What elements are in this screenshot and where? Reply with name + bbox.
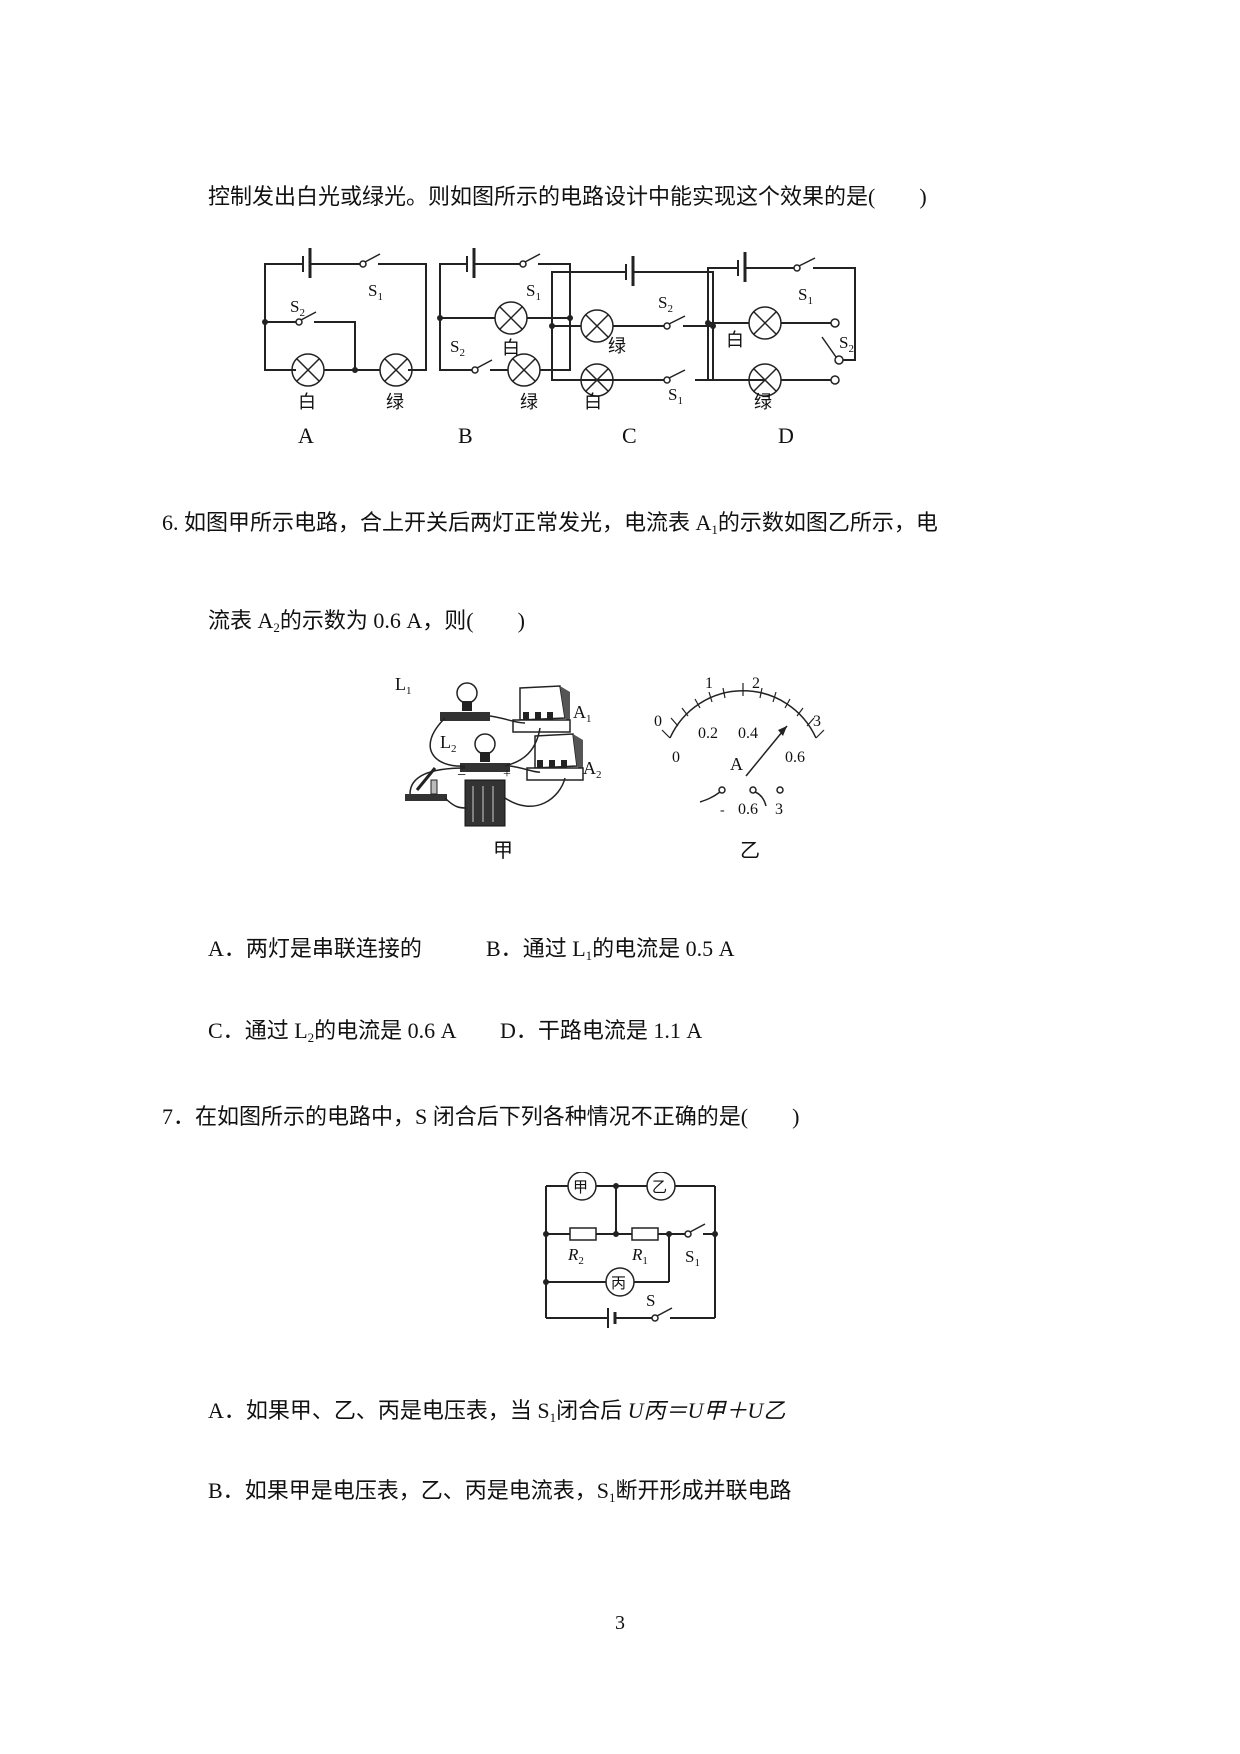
q7-circuit-figure: 甲 乙 丙 R2 R1 S1 S [543, 1172, 718, 1328]
svg-text:A2: A2 [583, 758, 602, 781]
q7-option-b: B．如果甲是电压表，乙、丙是电流表，S1断开形成并联电路 [208, 1476, 791, 1513]
option-text: 通过 L [244, 1018, 308, 1043]
option-label: B． [486, 936, 523, 961]
svg-text:1: 1 [705, 675, 713, 692]
svg-text:S1: S1 [685, 1247, 700, 1269]
svg-text:绿: 绿 [520, 392, 538, 412]
svg-text:D: D [778, 423, 794, 448]
svg-text:R2: R2 [567, 1245, 584, 1267]
svg-text:绿: 绿 [608, 336, 626, 356]
svg-text:S1: S1 [526, 281, 541, 303]
q6-physical-circuit-figure: − + L1 L2 A1 A2 [395, 674, 602, 827]
q6-ammeter-dial-figure: 0 1 2 3 0 0.2 0.4 0.6 A - 0.6 3 [654, 675, 825, 818]
q6-stem-line1: 6. 如图甲所示电路，合上开关后两灯正常发光，电流表 A1的示数如图乙所示，电 [162, 508, 938, 545]
svg-text:L2: L2 [440, 732, 457, 755]
svg-text:0: 0 [672, 749, 680, 766]
dial-ticks [661, 683, 825, 739]
svg-text:A: A [298, 423, 314, 448]
svg-text:绿: 绿 [386, 392, 404, 412]
svg-text:A: A [730, 754, 743, 774]
q5-circuit-options-figure: S1 S2 白绿 A S1 S2 白绿 B S2 S1 绿白 C [262, 248, 856, 448]
svg-text:S2: S2 [450, 337, 465, 359]
svg-text:乙: 乙 [652, 1180, 667, 1196]
page-number: 3 [615, 1612, 625, 1634]
l1-base [440, 712, 490, 721]
svg-text:3: 3 [813, 713, 821, 730]
svg-text:0.6: 0.6 [738, 801, 758, 818]
q6-option-c: C．通过 L2的电流是 0.6 A [208, 1016, 457, 1053]
option-subscript: 1 [608, 1490, 616, 1505]
svg-text:2: 2 [752, 675, 760, 692]
svg-text:S2: S2 [839, 333, 854, 355]
q6-a1-subscript: 1 [711, 522, 718, 537]
svg-text:白: 白 [584, 392, 602, 412]
svg-text:C: C [622, 423, 637, 448]
option-label: B． [208, 1478, 245, 1503]
option-text: 如果甲、乙、丙是电压表，当 S [245, 1398, 550, 1423]
svg-text:白: 白 [502, 338, 520, 358]
circuit-option-c: S2 S1 绿白 C [549, 256, 716, 448]
option-text: 的电流是 0.6 A [314, 1018, 457, 1043]
option-text: 干路电流是 1.1 A [537, 1018, 703, 1043]
svg-text:白: 白 [298, 392, 316, 412]
option-subscript: 1 [549, 1410, 557, 1425]
q6-figure-caption-jia: 甲 [493, 840, 513, 862]
q6-option-d: D．干路电流是 1.1 A [500, 1016, 702, 1046]
q6-a2-subscript: 2 [273, 620, 280, 635]
option-text: 如果甲是电压表，乙、丙是电流表，S [244, 1478, 609, 1503]
option-label: D． [500, 1018, 538, 1043]
q6-stem-line2-pre: 流表 A [208, 608, 274, 633]
circuit-option-b: S1 S2 白绿 B [437, 248, 573, 448]
svg-text:B: B [458, 423, 473, 448]
q6-option-b: B．通过 L1的电流是 0.5 A [486, 934, 735, 971]
svg-text:S2: S2 [290, 297, 305, 319]
circuit-option-d: S1 S2 白绿 D [705, 252, 856, 448]
svg-text:白: 白 [726, 330, 744, 350]
option-label: C． [208, 1018, 245, 1043]
q6-stem-line2: 流表 A2的示数为 0.6 A，则( ) [208, 606, 525, 643]
q7-option-a: A．如果甲、乙、丙是电压表，当 S1闭合后 U丙＝U甲＋U乙 [208, 1396, 785, 1433]
q6-stem-line2-post: 的示数为 0.6 A，则( ) [279, 608, 525, 633]
option-text: 的电流是 0.5 A [592, 936, 735, 961]
svg-text:甲: 甲 [573, 1180, 588, 1196]
option-subscript: 2 [307, 1030, 315, 1045]
svg-text:S1: S1 [668, 385, 683, 407]
svg-text:S: S [646, 1291, 655, 1310]
svg-text:丙: 丙 [611, 1276, 626, 1292]
dial-needle [745, 725, 788, 777]
option-subscript: 1 [585, 948, 593, 963]
svg-text:L1: L1 [395, 674, 412, 697]
q6-figure-caption-yi: 乙 [740, 840, 760, 862]
q6-stem-line1-pre: 6. 如图甲所示电路，合上开关后两灯正常发光，电流表 A [162, 510, 712, 535]
svg-text:-: - [720, 803, 725, 818]
option-text: 两灯是串联连接的 [245, 936, 422, 961]
option-text: 断开形成并联电路 [615, 1478, 792, 1503]
q6-stem-line1-post: 的示数如图乙所示，电 [717, 510, 938, 535]
svg-text:S1: S1 [368, 281, 383, 303]
svg-text:−: − [457, 767, 466, 784]
option-label: A． [208, 1398, 246, 1423]
option-formula: U丙＝U甲＋U乙 [627, 1398, 786, 1423]
svg-text:绿: 绿 [754, 392, 772, 412]
option-label: A． [208, 936, 246, 961]
svg-text:A1: A1 [573, 702, 592, 725]
q7-stem: 7．在如图所示的电路中，S 闭合后下列各种情况不正确的是( ) [162, 1104, 800, 1129]
svg-text:0.4: 0.4 [738, 725, 758, 742]
option-text: 闭合后 [556, 1398, 628, 1423]
svg-text:S2: S2 [658, 293, 673, 315]
svg-text:S1: S1 [798, 285, 813, 307]
option-text: 通过 L [522, 936, 586, 961]
q6-option-a: A．两灯是串联连接的 [208, 934, 422, 964]
q5-stem-continuation: 控制发出白光或绿光。则如图所示的电路设计中能实现这个效果的是( ) [208, 184, 927, 209]
svg-text:+: + [503, 767, 511, 782]
svg-text:0.6: 0.6 [785, 749, 805, 766]
svg-text:0.2: 0.2 [698, 725, 718, 742]
svg-text:0: 0 [654, 713, 662, 730]
circuit-option-a: S1 S2 白 绿 A [262, 248, 427, 448]
svg-text:3: 3 [775, 801, 783, 818]
svg-text:R1: R1 [631, 1245, 648, 1267]
